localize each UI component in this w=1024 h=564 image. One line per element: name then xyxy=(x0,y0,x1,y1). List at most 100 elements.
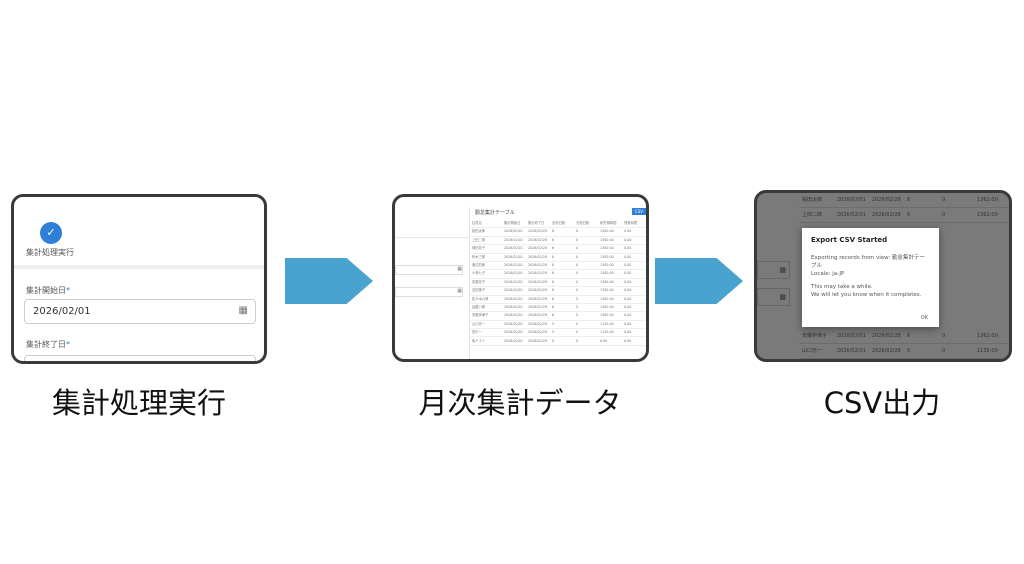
table-cell: 2026/02/01 xyxy=(504,321,524,326)
calendar-icon[interactable]: ▦ xyxy=(757,261,790,279)
table-cell: 0 xyxy=(942,196,946,203)
check-circle-icon[interactable]: ✓ xyxy=(40,222,62,244)
calendar-icon[interactable]: ▦ xyxy=(757,288,790,306)
table-cell: 2026/02/28 xyxy=(528,330,548,335)
table-cell: 2026/02/01 xyxy=(504,271,524,276)
table-cell: 2026/02/01 xyxy=(504,313,524,318)
table-cell: 5 xyxy=(907,347,911,354)
table-cell: 0.00 xyxy=(624,330,632,335)
table-cell: 6 xyxy=(907,196,911,203)
table-cell: 2026/02/28 xyxy=(528,321,548,326)
table-cell: 0.00 xyxy=(624,271,632,276)
table-cell: 桜田太郎 xyxy=(472,229,486,234)
table-cell: 1362:00 xyxy=(600,237,614,242)
calendar-icon[interactable]: ▦ xyxy=(395,265,463,275)
table-cell: 6 xyxy=(552,254,555,259)
table-cell: 0 xyxy=(576,330,579,335)
dialog-title: Export CSV Started xyxy=(811,236,888,244)
table-cell: 1362:00 xyxy=(600,279,614,284)
table-cell: 1362:00 xyxy=(600,246,614,251)
table-cell: 2026/02/01 xyxy=(504,304,524,309)
table-cell: 0 xyxy=(552,338,555,343)
table-cell: 0 xyxy=(576,229,579,234)
table-cell: 1362:00 xyxy=(977,211,998,218)
end-date-input[interactable] xyxy=(24,355,256,361)
table-cell: 0.00 xyxy=(624,288,632,293)
table-cell: 5 xyxy=(552,330,555,335)
table-cell: 2026/02/28 xyxy=(872,196,901,203)
table-cell: 集計開始日 xyxy=(504,221,521,226)
table-cell: 2026/02/01 xyxy=(837,332,866,339)
table-cell: 集計終了日 xyxy=(528,221,545,226)
calendar-icon[interactable]: ▦ xyxy=(238,305,248,316)
table-cell: 2026/02/28 xyxy=(528,279,548,284)
ok-button[interactable]: OK xyxy=(920,315,928,321)
table-cell: 渡辺四郎 xyxy=(472,263,486,267)
table-cell: 6 xyxy=(552,237,555,242)
table-cell: 田中一 xyxy=(472,330,482,335)
table-cell: 出勤日数 xyxy=(552,221,566,226)
table-cell: 小林七子 xyxy=(472,271,486,276)
table-cell: 6 xyxy=(552,263,555,267)
table-cell: 0.00 xyxy=(624,263,632,267)
export-csv-button[interactable]: CSV xyxy=(631,208,646,215)
calendar-icon[interactable]: ▦ xyxy=(395,287,463,297)
table-cell: 安藤伊津子 xyxy=(802,332,828,339)
dialog-line: This may take a while. xyxy=(811,284,873,290)
table-cell: 総労働時間 xyxy=(600,221,617,226)
table-cell: 1362:00 xyxy=(600,271,614,276)
table-cell: 2026/02/01 xyxy=(504,229,524,234)
table-cell: 2026/02/28 xyxy=(872,332,901,339)
step-label: 集計処理実行 xyxy=(26,248,74,257)
table-cell: 0.00 xyxy=(600,338,608,343)
start-date-input[interactable]: 2026/02/01▦ xyxy=(24,299,256,324)
dialog-line: Exporting records from view: 勤怠集計テーブル xyxy=(811,255,925,269)
table-cell: 6 xyxy=(552,296,555,301)
table-cell: 1362:00 xyxy=(977,196,998,203)
arrow-icon xyxy=(655,258,743,304)
table-cell: 2026/02/01 xyxy=(837,347,866,354)
table-cell: 0 xyxy=(576,321,579,326)
start-date-label: 集計開始日* xyxy=(26,286,70,295)
table-header: 社員名集計開始日集計終了日出勤日数欠勤日数総労働時間残業時間 xyxy=(470,220,646,229)
table-cell: 0.00 xyxy=(624,279,632,284)
table-cell: 1362:00 xyxy=(600,304,614,309)
device-frame-aggregate: ✓ 集計処理実行 集計開始日* 2026/02/01▦ 集計終了日* xyxy=(11,194,267,364)
table-cell: 6 xyxy=(552,246,555,251)
table-cell: 2026/02/28 xyxy=(872,347,901,354)
table-cell: 0 xyxy=(576,288,579,293)
table-cell: 0 xyxy=(942,211,946,218)
table-cell: 6 xyxy=(552,313,555,318)
table-cell: 2026/02/28 xyxy=(872,211,901,218)
caption-monthly-data: 月次集計データ xyxy=(418,386,622,420)
table-cell: 安藤伊津子 xyxy=(472,313,489,318)
table-cell: 2026/02/01 xyxy=(504,263,524,267)
export-dialog: Export CSV Started Exporting records fro… xyxy=(802,228,939,327)
end-date-label: 集計終了日* xyxy=(26,340,70,349)
table-cell: 0 xyxy=(942,347,946,354)
table-cell: 2026/02/28 xyxy=(528,288,548,293)
table-cell: 0 xyxy=(576,279,579,284)
table-cell: 佐々木六郎 xyxy=(472,296,489,301)
table-cell: 6 xyxy=(552,271,555,276)
table-cell: 0 xyxy=(576,271,579,276)
table-cell: 0 xyxy=(576,263,579,267)
table-cell: 1135:00 xyxy=(600,321,614,326)
table-cell: 欠勤日数 xyxy=(576,221,590,226)
table-cell: 6 xyxy=(907,211,911,218)
table-cell: 山口光一 xyxy=(472,321,486,326)
table-cell: 1362:00 xyxy=(600,296,614,301)
table-cell: 6 xyxy=(552,288,555,293)
table-cell: 0 xyxy=(942,332,946,339)
table-cell: 0.00 xyxy=(624,237,632,242)
divider xyxy=(14,265,264,269)
table-cell: 0.00 xyxy=(624,296,632,301)
